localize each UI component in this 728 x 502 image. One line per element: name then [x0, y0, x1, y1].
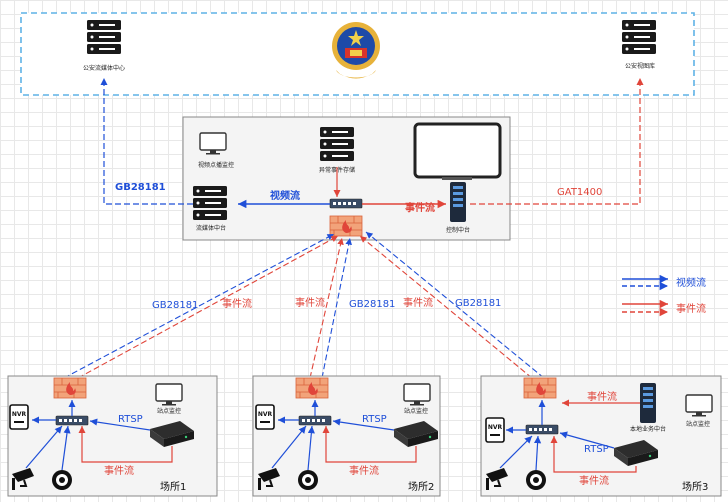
dome-camera-icon — [298, 470, 318, 490]
site3-box — [480, 375, 722, 497]
site1-rtsp-label: RTSP — [118, 414, 143, 425]
nvr-icon — [485, 417, 505, 443]
site3-event-uplink — [359, 235, 533, 379]
switch-icon — [298, 415, 332, 426]
site1-cam2-link — [61, 425, 71, 471]
site1-cam1-link — [25, 425, 63, 469]
right-server-label: 公安视图库 — [625, 62, 655, 70]
firewall-icon — [53, 377, 87, 399]
gb28181-top-label: GB28181 — [115, 182, 166, 193]
site3-event-link — [550, 436, 637, 473]
gb28181-uplink — [100, 78, 193, 205]
site3-gb28181-label: GB28181 — [455, 298, 501, 309]
site2-video-uplink — [321, 237, 352, 379]
site2-gb28181-label: GB28181 — [349, 299, 395, 310]
firewall-icon — [295, 377, 329, 399]
switch-icon — [55, 415, 89, 426]
site3-cam1-link — [499, 435, 533, 469]
site2-event-label: 事件流 — [295, 296, 325, 309]
site2-event-local-label: 事件流 — [349, 464, 379, 477]
site3-video-uplink — [365, 231, 545, 379]
legend-video-label: 视频流 — [676, 276, 706, 289]
local-platform-icon — [640, 383, 656, 423]
legend-event-label: 事件流 — [676, 302, 706, 315]
site2-cam1-link — [271, 425, 307, 469]
storage-server-icon — [320, 127, 354, 161]
video-flow-label: 视频流 — [270, 189, 300, 202]
left-server-label: 公安流媒体中心 — [83, 64, 125, 72]
site3-event-local-label: 事件流 — [579, 474, 609, 487]
site1-name: 场所1 — [160, 480, 186, 493]
site3-local-event-label: 事件流 — [587, 390, 617, 403]
monitor-label: 视频点播监控 — [198, 161, 234, 169]
server-icon — [622, 20, 656, 54]
site3-cam2-link — [533, 435, 542, 471]
site3-event-label: 事件流 — [403, 296, 433, 309]
media-platform-label: 流媒体中台 — [196, 224, 226, 232]
control-tower-icon — [450, 182, 466, 222]
site2-event-link — [322, 426, 417, 463]
nvr-icon — [255, 404, 275, 430]
site1-video-uplink — [63, 233, 335, 379]
site1-monitor-label: 站点监控 — [157, 407, 181, 415]
gat1400-uplink — [470, 78, 644, 205]
site3-monitor-label: 站点监控 — [686, 420, 710, 428]
dome-camera-icon — [526, 470, 546, 490]
site1-event-uplink — [77, 235, 339, 379]
site1-event-link — [78, 426, 173, 463]
control-label: 控制中台 — [446, 226, 470, 234]
switch-icon — [525, 424, 559, 435]
site3-name: 场所3 — [682, 480, 708, 493]
site2-rtsp-label: RTSP — [362, 414, 387, 425]
site1-rtsp-link — [89, 418, 151, 431]
site1-event-label: 事件流 — [222, 297, 252, 310]
site3-rtsp-link — [559, 431, 615, 449]
site2-event-uplink — [309, 237, 344, 379]
server-icon — [87, 20, 121, 54]
nvr-icon — [9, 404, 29, 430]
event-flow-label: 事件流 — [405, 201, 435, 214]
gat1400-top-label: GAT1400 — [557, 187, 602, 198]
server-icon — [193, 186, 227, 220]
big-display-icon — [413, 122, 502, 180]
firewall-icon — [329, 215, 363, 237]
site3-rtsp-label: RTSP — [584, 444, 609, 455]
switch-icon — [329, 198, 363, 209]
dome-camera-icon — [52, 470, 72, 490]
site2-monitor-label: 站点监控 — [404, 407, 428, 415]
site2-name: 场所2 — [408, 480, 434, 493]
site1-gb28181-label: GB28181 — [152, 300, 198, 311]
site2-rtsp-link — [332, 418, 395, 431]
firewall-icon — [523, 377, 557, 399]
site3-local-platform-label: 本地业务中台 — [630, 425, 666, 433]
site2-cam2-link — [307, 425, 315, 471]
site1-event-local-label: 事件流 — [104, 464, 134, 477]
police-emblem-icon — [332, 22, 380, 79]
